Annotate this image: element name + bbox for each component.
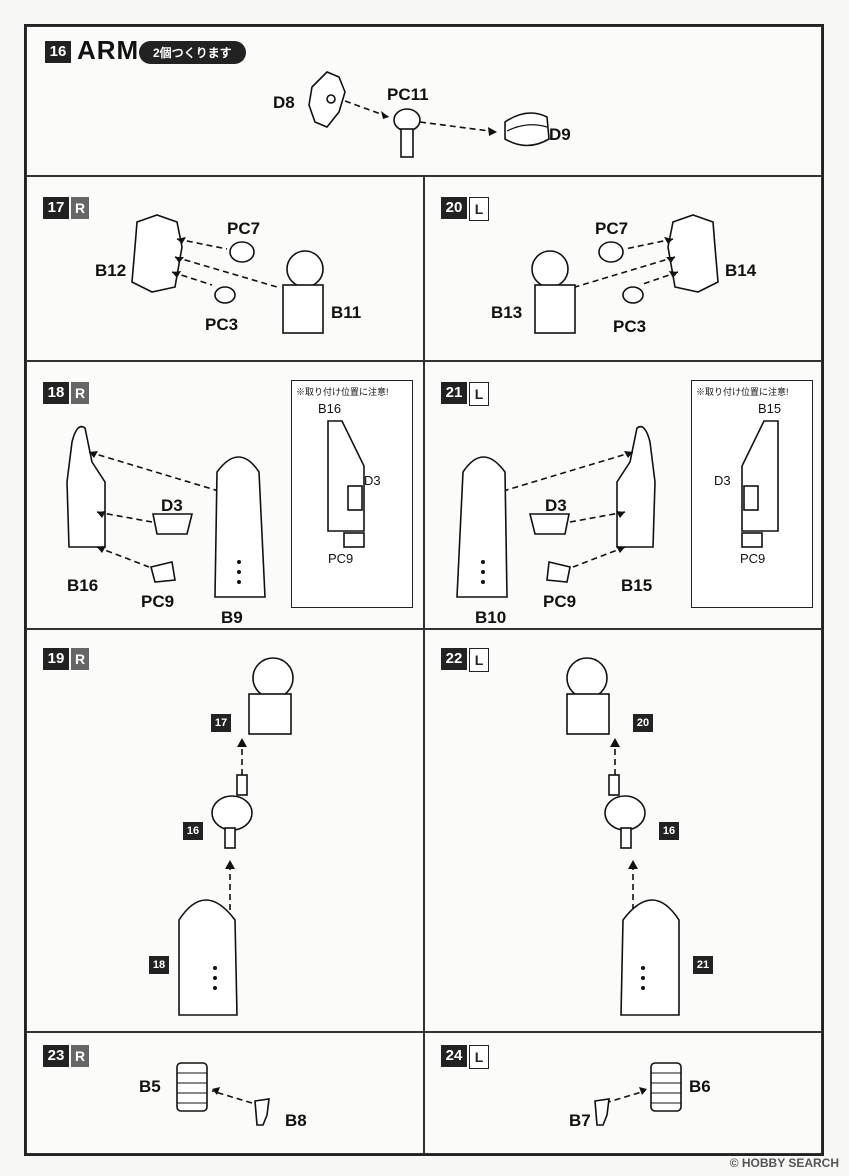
part-label: D9 xyxy=(549,125,571,144)
part-label: B13 xyxy=(491,303,523,322)
side-badge: R xyxy=(71,1045,89,1067)
part-label: PC3 xyxy=(205,315,239,334)
step-number: 22 xyxy=(441,648,467,670)
part-label: PC3 xyxy=(613,317,647,336)
step-16-panel: 16 ARM 2個つくります D8 PC11 D9 xyxy=(26,26,822,176)
part-label: B15 xyxy=(621,576,653,595)
step-reference-tag: 17 xyxy=(211,714,231,732)
step-19-panel: 19 R 17 16 18 xyxy=(26,629,424,1032)
step-23-diagram xyxy=(176,1062,270,1126)
step-23-panel: 23 R B5 B8 xyxy=(26,1032,424,1154)
inset-label: PC9 xyxy=(328,551,354,566)
inset-label: B16 xyxy=(318,401,342,416)
instruction-sheet: 16 ARM 2個つくります D8 PC11 D9 17 R xyxy=(24,24,824,1156)
side-badge: L xyxy=(469,382,489,406)
part-label: B12 xyxy=(95,261,127,280)
part-label: B9 xyxy=(221,608,243,627)
inset-note: ※取り付け位置に注意! xyxy=(296,387,389,397)
step-number: 24 xyxy=(441,1045,467,1067)
step-number: 21 xyxy=(441,382,467,404)
part-label: PC7 xyxy=(595,219,629,238)
part-label: B10 xyxy=(475,608,507,627)
attention-inset: ※取り付け位置に注意! B15 D3 PC9 xyxy=(691,380,813,608)
part-label: B7 xyxy=(569,1111,591,1130)
step-reference-tag: 20 xyxy=(633,714,653,732)
step-22-diagram xyxy=(566,657,680,1016)
attention-inset: ※取り付け位置に注意! B16 D3 PC9 xyxy=(291,380,413,608)
part-label: B8 xyxy=(285,1111,307,1130)
part-label: D3 xyxy=(545,496,567,515)
step-reference-tag: 16 xyxy=(659,822,679,840)
inset-label: D3 xyxy=(364,473,381,488)
part-label: PC9 xyxy=(141,592,175,611)
watermark: © HOBBY SEARCH xyxy=(729,1156,839,1170)
inset-label: B15 xyxy=(758,401,782,416)
side-badge: L xyxy=(469,648,489,672)
section-title: ARM xyxy=(77,35,140,65)
step-20-diagram xyxy=(531,214,719,334)
step-number: 20 xyxy=(441,197,467,219)
part-label: D8 xyxy=(273,93,295,112)
part-label: B11 xyxy=(331,303,362,322)
side-badge: L xyxy=(469,197,489,221)
step-19-diagram xyxy=(178,657,294,1016)
part-label: B16 xyxy=(67,576,99,595)
step-reference-tag: 18 xyxy=(149,956,169,974)
step-21-diagram xyxy=(456,425,656,598)
step-20-panel: 20 L PC7 B14 B13 PC3 xyxy=(424,176,822,361)
inset-label: D3 xyxy=(714,473,731,488)
side-badge: R xyxy=(71,197,89,219)
step-16-diagram xyxy=(308,71,550,158)
inset-diagram xyxy=(741,420,779,548)
step-22-panel: 22 L 20 16 21 xyxy=(424,629,822,1032)
inset-note: ※取り付け位置に注意! xyxy=(696,387,789,397)
step-reference-tag: 16 xyxy=(183,822,203,840)
step-18-panel: 18 R D3 B16 PC9 B9 ※取り付け位置に注意! B16 D3 PC… xyxy=(26,361,424,629)
step-18-diagram xyxy=(66,425,266,598)
part-label: B6 xyxy=(689,1077,711,1096)
step-number: 23 xyxy=(43,1045,69,1067)
step-21-panel: 21 L D3 PC9 B15 B10 ※取り付け位置に注意! B15 D3 P… xyxy=(424,361,822,629)
step-24-panel: 24 L B7 B6 xyxy=(424,1032,822,1154)
side-badge: R xyxy=(71,382,89,404)
side-badge: L xyxy=(469,1045,489,1069)
inset-diagram xyxy=(327,420,365,548)
part-label: PC7 xyxy=(227,219,261,238)
step-reference-tag: 21 xyxy=(693,956,713,974)
step-number: 19 xyxy=(43,648,69,670)
step-17-diagram xyxy=(131,214,324,334)
part-label: PC11 xyxy=(387,85,429,104)
part-label: B14 xyxy=(725,261,757,280)
step-17-panel: 17 R B12 PC7 PC3 B11 xyxy=(26,176,424,361)
step-number: 16 xyxy=(45,41,71,63)
step-number: 18 xyxy=(43,382,69,404)
part-label: B5 xyxy=(139,1077,161,1096)
part-label: D3 xyxy=(161,496,183,515)
part-label: PC9 xyxy=(543,592,577,611)
inset-label: PC9 xyxy=(740,551,766,566)
side-badge: R xyxy=(71,648,89,670)
step-24-diagram xyxy=(594,1062,682,1126)
quantity-note: 2個つくります xyxy=(139,41,246,64)
step-number: 17 xyxy=(43,197,69,219)
